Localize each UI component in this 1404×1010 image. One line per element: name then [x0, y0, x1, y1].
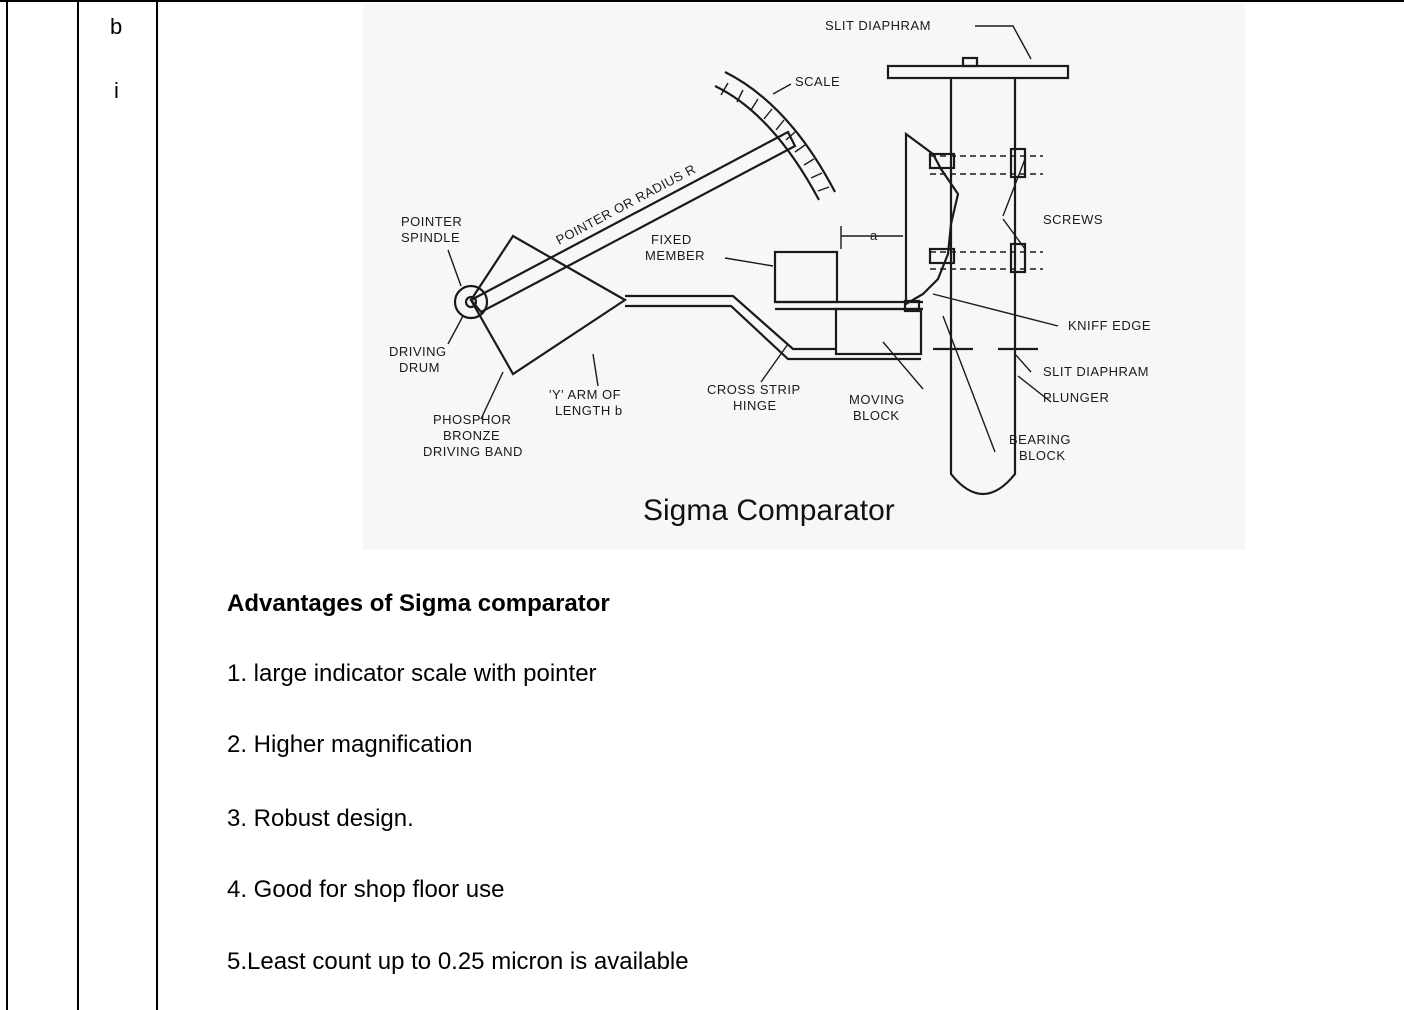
- top-diaphram-plate: [886, 64, 1070, 80]
- plunger-tube: [949, 78, 1017, 496]
- label-pointer-spindle-1: POINTER: [401, 214, 462, 229]
- sigma-comparator-figure: SLIT DIAPHRAM SCALE POINTER OR RADIUS R …: [363, 4, 1245, 550]
- advantage-item-5: 5.Least count up to 0.25 micron is avail…: [227, 948, 689, 975]
- bearing-block-shape: [904, 131, 960, 306]
- y-arm-upper: [625, 294, 836, 351]
- figure-title: Sigma Comparator: [643, 494, 895, 527]
- moving-block: [834, 307, 923, 356]
- fixed-member-block: [773, 250, 839, 304]
- leader-lines: [447, 25, 1059, 453]
- top-diaphram-boss: [961, 56, 979, 68]
- label-phosphor-2: BRONZE: [443, 428, 500, 443]
- table-column-divider-1: [77, 0, 79, 1010]
- advantages-heading: Advantages of Sigma comparator: [227, 590, 610, 617]
- label-y-arm-1: 'Y' ARM OF: [549, 387, 621, 402]
- driving-drum: [453, 284, 489, 320]
- advantage-item-1: 1. large indicator scale with pointer: [227, 660, 597, 687]
- table-column-divider-2: [156, 0, 158, 1010]
- label-kniff-edge: KNIFF EDGE: [1068, 318, 1151, 333]
- label-dimension-a: a: [870, 228, 878, 243]
- label-driving-drum-1: DRIVING: [389, 344, 447, 359]
- table-left-border: [6, 0, 8, 1010]
- label-fixed-member-2: MEMBER: [645, 248, 705, 263]
- label-slit-diaphram-bottom: SLIT DIAPHRAM: [1043, 364, 1149, 379]
- lower-screw-head: [928, 247, 956, 265]
- pointer-arm: [469, 130, 797, 314]
- table-top-border: [0, 0, 1404, 2]
- knife-edge-block: [903, 299, 921, 313]
- label-cross-strip-2: HINGE: [733, 398, 777, 413]
- label-moving-block-2: BLOCK: [853, 408, 900, 423]
- pointer-spindle: [464, 295, 478, 309]
- label-screws: SCREWS: [1043, 212, 1103, 227]
- label-cross-strip-1: CROSS STRIP: [707, 382, 801, 397]
- label-pointer-spindle-2: SPINDLE: [401, 230, 460, 245]
- advantage-item-4: 4. Good for shop floor use: [227, 876, 505, 903]
- sub-marker: i: [114, 78, 119, 103]
- sigma-comparator-diagram: SLIT DIAPHRAM SCALE POINTER OR RADIUS R …: [389, 18, 1151, 527]
- label-bearing-block-2: BLOCK: [1019, 448, 1066, 463]
- advantage-item-3: 3. Robust design.: [227, 805, 414, 832]
- row-marker: b: [110, 14, 123, 39]
- lower-screw-nut: [1009, 242, 1027, 274]
- label-y-arm-2: LENGTH b: [555, 403, 623, 418]
- label-phosphor-1: PHOSPHOR: [433, 412, 511, 427]
- label-fixed-member-1: FIXED: [651, 232, 692, 247]
- driving-band-frame: [469, 234, 628, 376]
- label-phosphor-3: DRIVING BAND: [423, 444, 523, 459]
- scale-ticks: [720, 82, 830, 192]
- label-moving-block-1: MOVING: [849, 392, 905, 407]
- advantage-item-2: 2. Higher magnification: [227, 731, 473, 758]
- label-plunger: PLUNGER: [1043, 390, 1109, 405]
- scale-arc-inner: [714, 85, 820, 201]
- upper-screw-head: [928, 152, 956, 170]
- label-slit-diaphram-top: SLIT DIAPHRAM: [825, 18, 931, 33]
- label-bearing-block-1: BEARING: [1009, 432, 1071, 447]
- scale-arc-outer: [724, 71, 836, 193]
- label-driving-drum-2: DRUM: [399, 360, 440, 375]
- label-scale: SCALE: [795, 74, 840, 89]
- y-arm-lower: [625, 304, 921, 361]
